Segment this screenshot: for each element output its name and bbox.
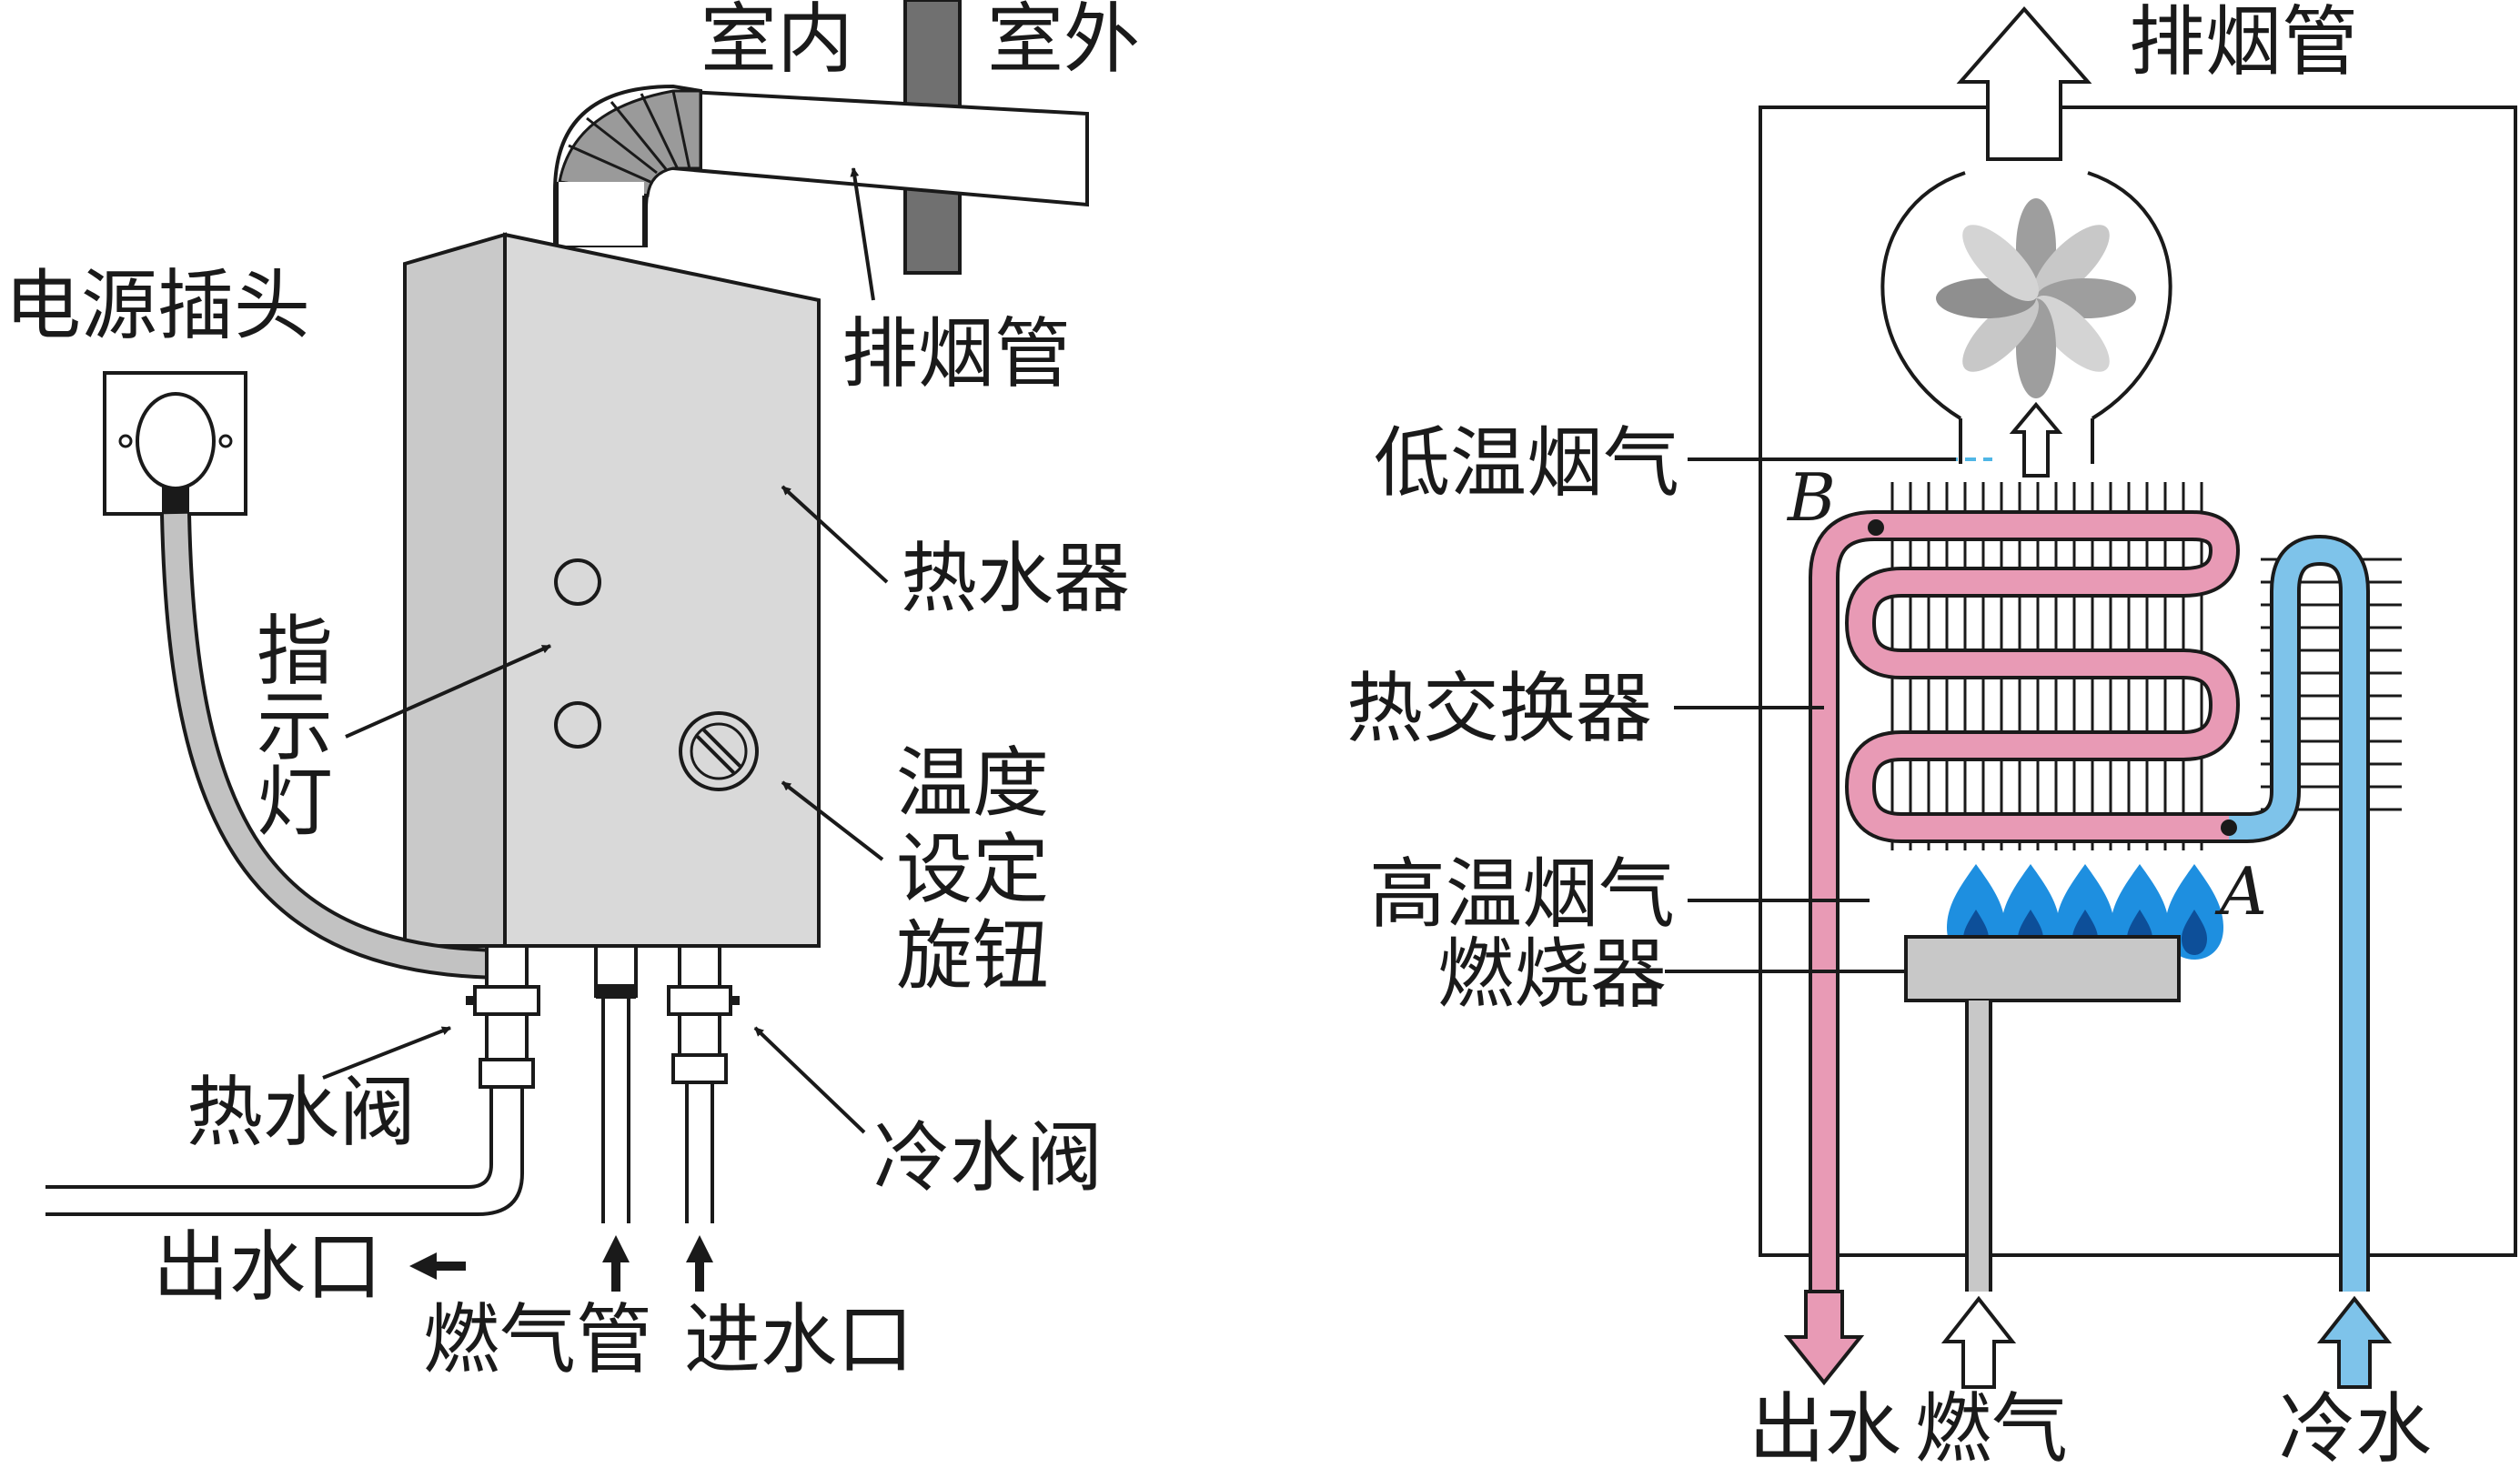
label-point-a: A: [2214, 853, 2267, 930]
hot-water-pipe: [45, 944, 540, 1216]
hot-water-coil: [1809, 510, 2241, 1292]
power-socket: [103, 371, 247, 516]
label-temp-knob-2: 设定: [896, 825, 1049, 914]
label-flue-pipe-left: 排烟管: [842, 309, 1071, 398]
label-indicator-3: 灯: [257, 758, 333, 847]
label-temp-knob-1: 温度: [896, 739, 1049, 828]
flue-pipe-drawing: [553, 84, 1089, 247]
exhaust-arrow-icon: [1956, 5, 2092, 161]
gas-inlet-arrow-icon: [602, 1235, 630, 1292]
label-cold-water: 冷水: [2279, 1384, 2432, 1468]
flue-gas-up-arrow-icon: [2009, 401, 2063, 478]
left-diagram: 室内 室外 排烟管 电源插头 指 示 灯 热水器 温度 设定 旋钮 热水阀 冷水…: [5, 0, 1140, 1384]
label-outdoor: 室外: [987, 0, 1140, 84]
label-burner: 燃烧器: [1437, 930, 1667, 1019]
gas-in-arrow-icon: [1940, 1295, 2017, 1389]
temperature-knob: [679, 711, 759, 791]
label-water-inlet: 进水口: [684, 1295, 913, 1384]
label-low-temp-flue-gas: 低温烟气: [1374, 418, 1679, 508]
fan-chamber: [1880, 171, 2172, 420]
gas-pipe: [594, 944, 638, 1223]
left-leader-arrows: [322, 167, 889, 1134]
point-b-dot: [1868, 519, 1884, 536]
label-water-out: 出水: [1749, 1384, 1901, 1468]
label-indicator-2: 示: [257, 682, 333, 771]
cold-water-in-arrow-icon: [2316, 1295, 2393, 1389]
label-indicator-1: 指: [257, 607, 333, 696]
point-a-dot: [2221, 819, 2237, 836]
indicator-light-bottom: [554, 701, 601, 749]
label-point-b: B: [1786, 459, 1836, 536]
label-cold-water-valve: 冷水阀: [873, 1113, 1103, 1202]
burner: [1904, 935, 2181, 1002]
right-diagram: 排烟管 低温烟气 B 热交换器 高温烟气 A 燃烧器 出水 燃气 冷水: [1346, 0, 2517, 1468]
fan-icon: [1936, 198, 2136, 398]
water-inlet-arrow-icon: [686, 1235, 713, 1292]
label-gas: 燃气: [1915, 1384, 2068, 1468]
label-gas-pipe: 燃气管: [423, 1295, 652, 1384]
label-water-heater: 热水器: [901, 534, 1130, 623]
label-hot-water-valve: 热水阀: [186, 1068, 416, 1157]
label-flue-pipe-right: 排烟管: [2129, 0, 2358, 86]
water-heater-body: [403, 232, 821, 948]
outlet-arrow-icon: [409, 1252, 466, 1280]
label-indoor: 室内: [701, 0, 853, 84]
label-temp-knob-3: 旋钮: [896, 911, 1049, 1000]
label-power-plug: 电源插头: [5, 261, 310, 350]
label-heat-exchanger: 热交换器: [1346, 664, 1652, 753]
label-high-temp-flue-gas: 高温烟气: [1369, 850, 1675, 939]
cold-water-coil: [2229, 534, 2370, 1292]
cold-water-pipe: [667, 944, 740, 1223]
indicator-light-top: [554, 558, 601, 606]
right-leader-lines: [1665, 457, 1956, 973]
water-out-arrow-icon: [1783, 1290, 1865, 1386]
label-water-outlet: 出水口: [153, 1222, 382, 1312]
heater-housing: [1759, 106, 2517, 1257]
